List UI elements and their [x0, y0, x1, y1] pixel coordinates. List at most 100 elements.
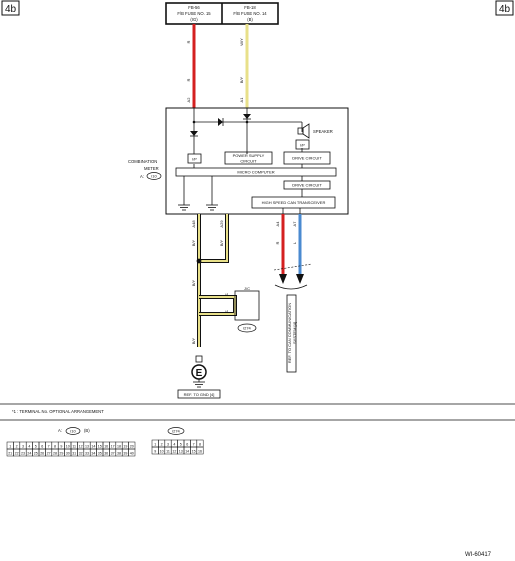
- connector-pin-number: 25: [34, 452, 38, 456]
- meter-label-line1: COMBINATION: [128, 159, 157, 164]
- micro-computer-label: MICRO COMPUTER: [237, 170, 274, 175]
- connector-pin-number: 24: [27, 452, 31, 456]
- meter-connector-oval: [146, 172, 162, 180]
- connector-pin-number: 1: [9, 445, 11, 449]
- connector-pin-number: 20: [130, 445, 134, 449]
- connector-pin-number: 7: [48, 445, 50, 449]
- connector-pin-cell: [196, 446, 204, 455]
- connector-pin-number: 13: [179, 450, 183, 454]
- connector-pin-number: 5: [35, 445, 37, 449]
- can-transceiver: [251, 196, 336, 209]
- connector-pin-number: 1: [154, 443, 156, 447]
- diode-icon: [218, 118, 223, 126]
- connector-pin-number: 12: [172, 450, 176, 454]
- pin-a48: A48: [191, 220, 196, 228]
- power-supply-line1: POWER SUPPLY: [233, 153, 265, 158]
- ground-ref-label: REF. TO GND [4]: [184, 392, 215, 397]
- micro-computer: [175, 167, 337, 177]
- fuse-right-line1: FB-18: [244, 5, 256, 10]
- connector-pin-number: 2: [161, 443, 163, 447]
- power-supply-circuit: [224, 151, 273, 165]
- connector-a-label: i10: [70, 429, 76, 434]
- meter-label-line2: METER: [144, 166, 159, 171]
- jc-mark1: *1: [225, 292, 230, 297]
- connector-pin-number: 22: [15, 452, 19, 456]
- jc-connector-oval: [237, 323, 257, 333]
- wire-label-trunk: B/Y: [191, 279, 196, 286]
- drive-circuit-1: [283, 151, 331, 165]
- page-tab-right-label: 4b: [499, 4, 511, 15]
- connector-pin-number: 5: [180, 443, 182, 447]
- meter-connector-label: i10: [151, 174, 157, 179]
- connector-pin-number: 23: [21, 452, 25, 456]
- connector-pin-number: 16: [198, 450, 202, 454]
- connector-pin-number: 26: [40, 452, 44, 456]
- page-tab-left-label: 4b: [5, 4, 17, 15]
- wire-label-wy: W/Y: [239, 38, 244, 46]
- connector-pin-number: 4: [28, 445, 30, 449]
- connector-pin-number: 37: [111, 452, 115, 456]
- connector-pin-number: 17: [111, 445, 115, 449]
- fuse-left-line2: F/B FUSE NO. 15: [177, 11, 211, 16]
- connector-pin-number: 4: [173, 443, 175, 447]
- meter-label-prefix: A:: [140, 174, 144, 179]
- connector-pin-number: 18: [117, 445, 121, 449]
- connector-a-prefix: A:: [58, 428, 62, 433]
- connector-pin-number: 36: [104, 452, 108, 456]
- pin-a7: A7: [292, 221, 297, 227]
- connector-pin-number: 32: [79, 452, 83, 456]
- ip-right-label: I/P: [300, 144, 305, 148]
- wire-label-by-top: B/Y: [239, 76, 244, 83]
- can-ref-box: [286, 294, 297, 373]
- connector-pin-number: 9: [154, 450, 156, 454]
- jc-label: J/C: [244, 286, 250, 291]
- footnote: *1 : TERMINAL No. OPTIONAL ARRANGEMENT: [12, 409, 104, 414]
- wire-label-r1: R: [186, 40, 191, 43]
- pin-a29: A29: [219, 220, 224, 228]
- connector-pin-number: 8: [199, 443, 201, 447]
- ground-e-label: E: [196, 368, 203, 379]
- connector-pin-number: 3: [167, 443, 169, 447]
- jc-connector-label: i274: [243, 326, 251, 331]
- connector-pin-number: 30: [66, 452, 70, 456]
- connector-pin-number: 27: [47, 452, 51, 456]
- wire-label-can-l: L: [292, 241, 297, 244]
- combination-meter-box: [165, 107, 349, 215]
- diode-icon: [243, 114, 251, 119]
- document-code: WI-60417: [465, 552, 492, 558]
- fuse-right-line2: F/B FUSE NO. 14: [233, 11, 267, 16]
- internal-ground-icon: [178, 204, 218, 211]
- wire-label-gnd1: B/Y: [191, 239, 196, 246]
- connector-pin-number: 34: [91, 452, 95, 456]
- connector-pin-number: 2: [16, 445, 18, 449]
- connector-pin-number: 8: [54, 445, 56, 449]
- connector-pin-number: 39: [123, 452, 127, 456]
- wire-label-gnd2: B/Y: [219, 239, 224, 246]
- connector-pin-number: 13: [85, 445, 89, 449]
- ip-left-label: I/P: [192, 158, 197, 162]
- connector-pin-number: 19: [123, 445, 127, 449]
- ground-wires: [197, 214, 237, 347]
- wire-label-ground: B/Y: [191, 337, 196, 344]
- connector-a-suffix: (B): [84, 428, 90, 433]
- drive-circuit-2: [283, 180, 331, 190]
- can-transceiver-label: HIGH SPEED CAN TRANSCEIVER: [262, 200, 326, 205]
- connector-pin-number: 35: [98, 452, 102, 456]
- wire-label-r2: R: [186, 78, 191, 81]
- connector-pin-number: 15: [192, 450, 196, 454]
- connector-pin-number: 3: [22, 445, 24, 449]
- connector-pin-number: 40: [130, 452, 134, 456]
- fuse-left-line1: FB-56: [188, 5, 200, 10]
- connector-pin-number: 31: [72, 452, 76, 456]
- connector-pin-number: 10: [160, 450, 164, 454]
- connector-pin-number: 15: [98, 445, 102, 449]
- connector-pin-number: 6: [186, 443, 188, 447]
- connector-pin-number: 11: [166, 450, 170, 454]
- connector-pin-number: 21: [8, 452, 12, 456]
- connector-pin-number: 28: [53, 452, 57, 456]
- diode-icon: [190, 131, 198, 136]
- connector-pin-number: 16: [104, 445, 108, 449]
- joint-connector-box: [234, 290, 260, 321]
